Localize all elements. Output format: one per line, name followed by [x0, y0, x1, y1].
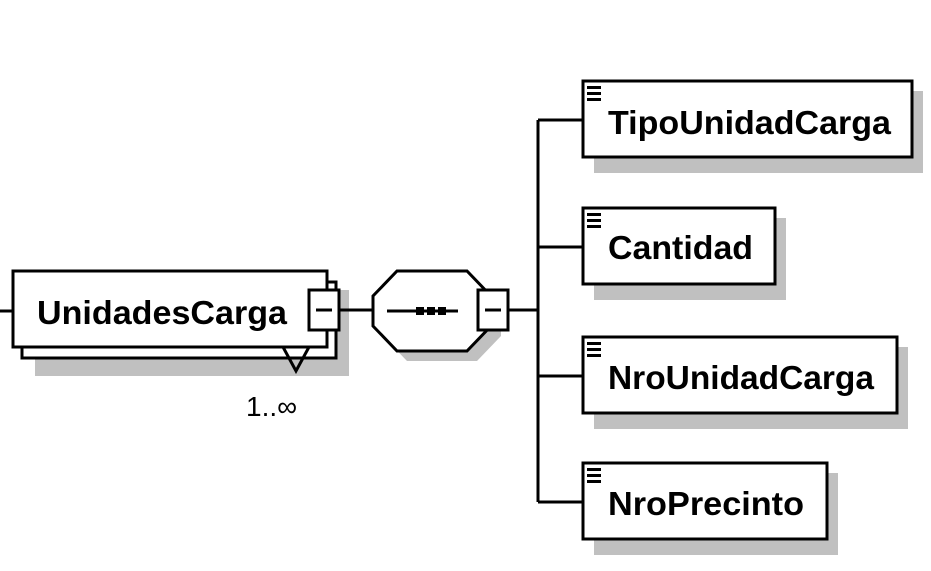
child-element-nro-unidad-carga[interactable]: NroUnidadCarga	[581, 335, 908, 429]
parent-element[interactable]: UnidadesCarga 1..∞	[0, 269, 349, 422]
text-lines-icon	[587, 342, 601, 357]
parent-box	[11, 269, 329, 349]
child-element-cantidad[interactable]: Cantidad	[581, 206, 786, 300]
child-label: NroPrecinto	[608, 485, 804, 522]
sequence-collapse-icon[interactable]	[476, 288, 510, 332]
child-label: NroUnidadCarga	[608, 359, 875, 396]
child-box	[581, 79, 914, 159]
text-lines-icon	[587, 468, 601, 483]
child-box	[581, 335, 899, 415]
child-element-tipo-unidad-carga[interactable]: TipoUnidadCarga	[581, 79, 923, 173]
sequence-dots-icon	[387, 307, 458, 315]
text-lines-icon	[587, 213, 601, 228]
cardinality-label: 1..∞	[246, 391, 297, 422]
child-label: TipoUnidadCarga	[608, 104, 892, 141]
text-lines-icon	[587, 86, 601, 101]
child-box	[581, 206, 777, 286]
children-connectors	[508, 118, 583, 504]
sequence-compositor[interactable]	[371, 269, 510, 361]
child-box	[581, 461, 829, 541]
child-element-nro-precinto[interactable]: NroPrecinto	[581, 461, 838, 555]
parent-collapse-icon[interactable]	[307, 288, 341, 332]
child-label: Cantidad	[608, 229, 753, 266]
parent-label: UnidadesCarga	[37, 294, 288, 331]
cardinality-notch	[281, 346, 311, 375]
